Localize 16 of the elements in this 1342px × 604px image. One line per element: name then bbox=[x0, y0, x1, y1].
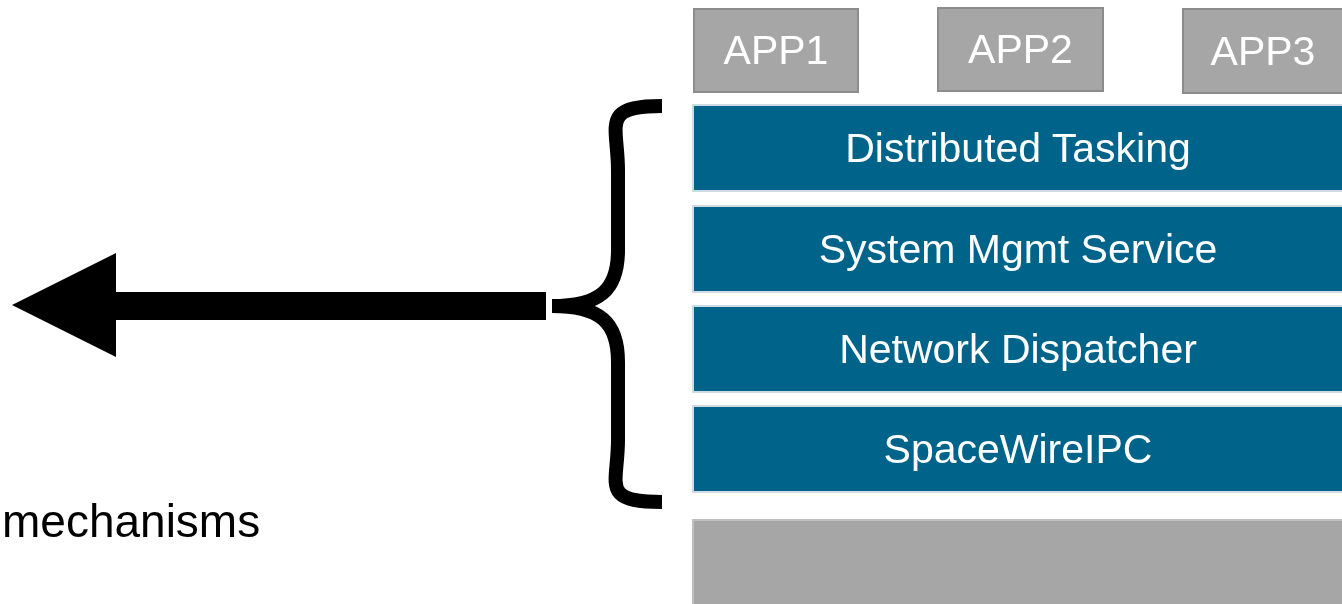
layer-box bbox=[692, 405, 1342, 493]
layer-label: APP3 bbox=[1210, 27, 1316, 75]
app-box bbox=[693, 8, 859, 93]
layer-label: Distributed Tasking bbox=[845, 124, 1191, 172]
layer-label: APP1 bbox=[723, 27, 829, 74]
note-text: mechanisms bbox=[2, 494, 261, 548]
layer-label: System Mgmt Service bbox=[818, 225, 1218, 273]
layer-label: SpaceWireIPC bbox=[883, 425, 1153, 473]
base-layer-box bbox=[692, 519, 1342, 604]
layer-label: Network Dispatcher bbox=[839, 325, 1197, 373]
layer-label: APP2 bbox=[968, 26, 1073, 73]
layer-box bbox=[692, 305, 1342, 393]
app-box bbox=[937, 7, 1104, 92]
layer-box bbox=[692, 205, 1342, 293]
layer-box bbox=[692, 104, 1342, 192]
app-box bbox=[1182, 8, 1342, 94]
